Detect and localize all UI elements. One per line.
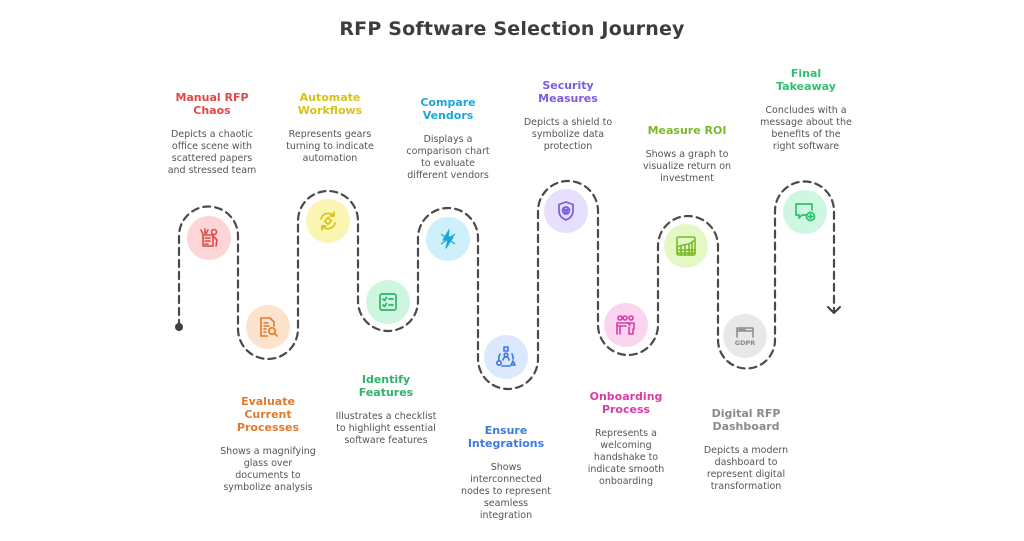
step-7-node	[544, 189, 588, 233]
step-description: Displays a comparison chart to evaluate …	[406, 134, 490, 181]
step-title: Ensure Integrations	[467, 424, 545, 450]
step-description: Shows interconnected nodes to represent …	[461, 462, 551, 521]
step-title: Digital RFP Dashboard	[711, 407, 781, 433]
step-title: Measure ROI	[647, 124, 727, 137]
message-plus-icon	[795, 203, 816, 222]
step-description: Represents a welcoming handshake to indi…	[587, 428, 665, 487]
step-title: Security Measures	[538, 79, 598, 105]
shield-icon	[558, 201, 574, 221]
step-description: Shows a magnifying glass over documents …	[220, 446, 316, 493]
step-6-node	[484, 335, 528, 379]
step-description: Depicts a modern dashboard to represent …	[703, 445, 789, 492]
step-6-label: Ensure Integrations Shows interconnected…	[436, 424, 576, 522]
step-1-node	[187, 216, 231, 260]
people-handshake-icon	[616, 315, 635, 335]
step-3-label: Automate Workflows Represents gears turn…	[260, 91, 400, 165]
step-4-node	[366, 280, 410, 324]
compare-chart-icon	[440, 229, 456, 249]
step-1-label: Manual RFP Chaos Depicts a chaotic offic…	[142, 91, 282, 177]
step-3-node	[306, 199, 350, 243]
step-title: Compare Vendors	[420, 96, 476, 122]
svg-text:GDPR: GDPR	[735, 339, 756, 347]
graph-icon	[676, 236, 696, 256]
gear-refresh-icon	[320, 211, 336, 231]
step-title: Manual RFP Chaos	[175, 91, 249, 117]
step-9-label: Measure ROI Shows a graph to visualize r…	[617, 124, 757, 185]
step-title: Automate Workflows	[297, 91, 363, 117]
step-9-node	[664, 224, 708, 268]
step-description: Illustrates a checklist to highlight ess…	[335, 411, 437, 446]
step-11-label: Final Takeaway Concludes with a message …	[736, 67, 876, 153]
step-11-node	[783, 190, 827, 234]
connected-nodes-icon	[495, 346, 516, 367]
step-4-label: Identify Features Illustrates a checklis…	[316, 373, 456, 447]
step-title: Evaluate Current Processes	[236, 395, 300, 434]
page-title: RFP Software Selection Journey	[339, 18, 685, 40]
step-description: Depicts a chaotic office scene with scat…	[167, 129, 257, 176]
step-7-label: Security Measures Depicts a shield to sy…	[498, 79, 638, 153]
path-start-dot	[175, 323, 183, 331]
step-10-label: Digital RFP Dashboard Depicts a modern d…	[676, 407, 816, 493]
step-description: Concludes with a message about the benef…	[760, 105, 852, 152]
stressed-person-document-icon	[200, 228, 218, 247]
step-title: Onboarding Process	[589, 390, 663, 416]
step-description: Shows a graph to visualize return on inv…	[642, 149, 732, 184]
gdpr-dashboard-icon: GDPR	[735, 327, 756, 347]
step-2-node	[246, 305, 290, 349]
dashed-path	[177, 179, 836, 391]
step-10-node: GDPR	[723, 314, 767, 358]
step-2-label: Evaluate Current Processes Shows a magni…	[198, 395, 338, 494]
path-end-arrow-icon	[827, 306, 841, 314]
step-description: Represents gears turning to indicate aut…	[286, 129, 374, 164]
step-5-node	[426, 217, 470, 261]
step-5-label: Compare Vendors Displays a comparison ch…	[378, 96, 518, 182]
step-description: Depicts a shield to symbolize data prote…	[523, 117, 613, 152]
document-search-icon	[260, 317, 278, 337]
step-title: Identify Features	[358, 373, 414, 399]
step-8-node	[604, 303, 648, 347]
checklist-icon	[379, 293, 397, 311]
step-8-label: Onboarding Process Represents a welcomin…	[556, 390, 696, 488]
step-title: Final Takeaway	[776, 67, 836, 93]
